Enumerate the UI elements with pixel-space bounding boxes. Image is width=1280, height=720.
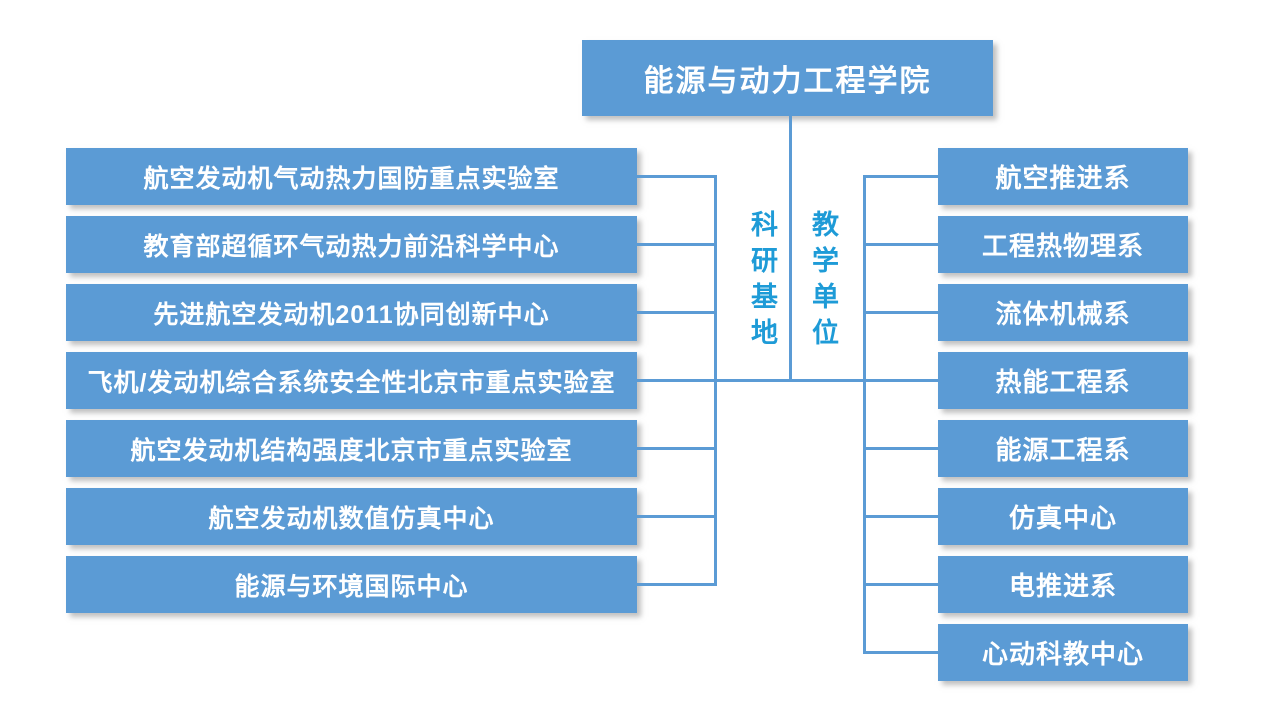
research-base-node-label: 教育部超循环气动热力前沿科学中心: [143, 232, 560, 261]
teaching-unit-node: 工程热物理系: [938, 216, 1188, 273]
research-base-node: 飞机/发动机综合系统安全性北京市重点实验室: [66, 352, 637, 409]
connector-left-stub: [637, 379, 714, 382]
teaching-unit-node-label: 仿真中心: [1008, 503, 1117, 533]
connector-right-stub: [866, 379, 938, 382]
connector-left-stub: [637, 175, 714, 178]
research-base-node-label: 飞机/发动机综合系统安全性北京市重点实验室: [87, 368, 616, 397]
connector-left-stub: [637, 515, 714, 518]
teaching-unit-node-label: 流体机械系: [995, 299, 1131, 329]
teaching-unit-node: 热能工程系: [938, 352, 1188, 409]
category-label-teaching-units: 教学单位: [808, 210, 838, 354]
teaching-unit-node: 电推进系: [938, 556, 1188, 613]
teaching-unit-node: 流体机械系: [938, 284, 1188, 341]
connector-left-spine: [714, 175, 717, 586]
connector-right-stub: [866, 447, 938, 450]
research-base-node-label: 航空发动机气动热力国防重点实验室: [143, 164, 560, 193]
connector-right-spine: [863, 175, 866, 654]
research-base-node: 先进航空发动机2011协同创新中心: [66, 284, 637, 341]
connector-right-stub: [866, 175, 938, 178]
root-node-label: 能源与动力工程学院: [643, 65, 932, 98]
connector-main-horizontal: [637, 379, 938, 382]
connector-right-stub: [866, 583, 938, 586]
connector-trunk: [789, 116, 792, 382]
teaching-unit-node-label: 航空推进系: [995, 163, 1131, 193]
connector-left-stub: [637, 311, 714, 314]
teaching-units-column: 航空推进系工程热物理系流体机械系热能工程系能源工程系仿真中心电推进系心动科教中心: [938, 148, 1188, 681]
connector-left-stub: [637, 447, 714, 450]
connector-left-stub: [637, 583, 714, 586]
teaching-unit-node-label: 电推进系: [1008, 571, 1117, 601]
teaching-unit-node: 能源工程系: [938, 420, 1188, 477]
research-base-node-label: 先进航空发动机2011协同创新中心: [153, 300, 550, 329]
research-base-node-label: 航空发动机数值仿真中心: [208, 504, 495, 533]
root-node: 能源与动力工程学院: [582, 40, 993, 116]
connector-left-stub: [637, 243, 714, 246]
teaching-unit-node: 航空推进系: [938, 148, 1188, 205]
research-base-node: 教育部超循环气动热力前沿科学中心: [66, 216, 637, 273]
connector-right-stub: [866, 651, 938, 654]
research-base-node: 航空发动机气动热力国防重点实验室: [66, 148, 637, 205]
teaching-unit-node-label: 工程热物理系: [981, 231, 1144, 261]
research-base-node: 能源与环境国际中心: [66, 556, 637, 613]
connector-right-stub: [866, 515, 938, 518]
category-label-research-bases: 科研基地: [747, 210, 777, 354]
research-base-node: 航空发动机数值仿真中心: [66, 488, 637, 545]
research-bases-column: 航空发动机气动热力国防重点实验室教育部超循环气动热力前沿科学中心先进航空发动机2…: [66, 148, 637, 613]
teaching-unit-node-label: 心动科教中心: [981, 639, 1144, 669]
connector-right-stub: [866, 243, 938, 246]
research-base-node-label: 航空发动机结构强度北京市重点实验室: [130, 436, 573, 465]
research-base-node-label: 能源与环境国际中心: [234, 572, 469, 601]
teaching-unit-node-label: 热能工程系: [995, 367, 1131, 397]
teaching-unit-node-label: 能源工程系: [995, 435, 1131, 465]
research-base-node: 航空发动机结构强度北京市重点实验室: [66, 420, 637, 477]
teaching-unit-node: 心动科教中心: [938, 624, 1188, 681]
connector-right-stub: [866, 311, 938, 314]
teaching-unit-node: 仿真中心: [938, 488, 1188, 545]
